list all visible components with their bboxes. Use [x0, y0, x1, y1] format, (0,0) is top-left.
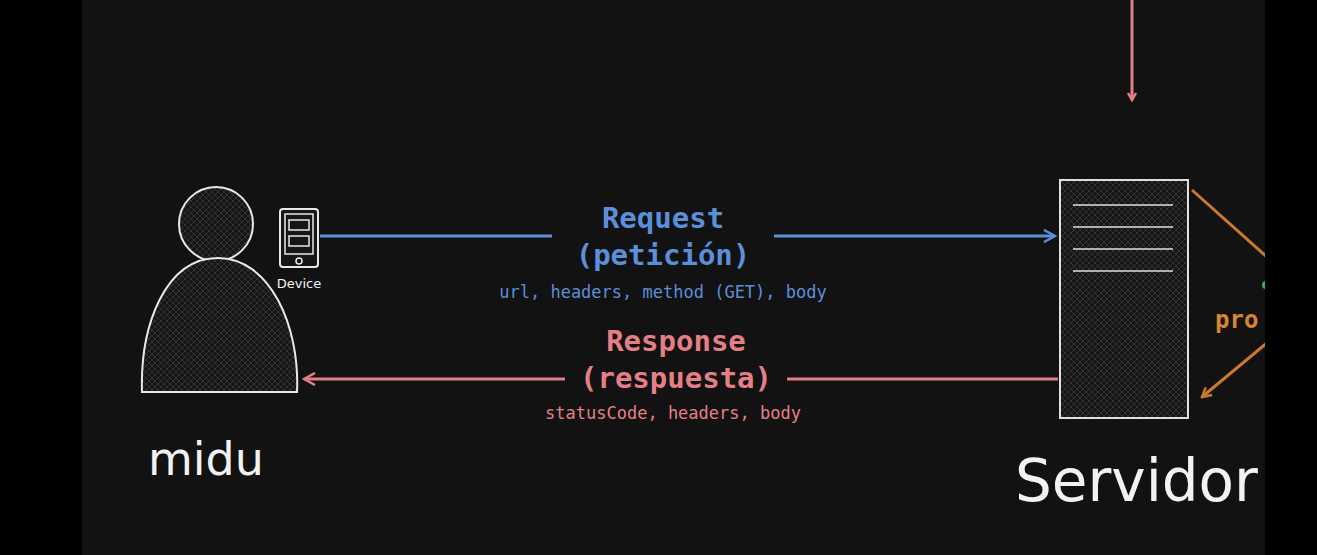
device-icon-outline	[279, 208, 319, 268]
server-box-outline	[1059, 179, 1189, 419]
person-head	[179, 187, 253, 261]
edge-label: Request (petición)	[552, 200, 774, 274]
process-dot	[1262, 281, 1265, 289]
process-line	[1202, 342, 1265, 397]
person-figure: midu	[140, 186, 300, 396]
server-box: Servidor	[1059, 179, 1189, 419]
process-label: pro	[1215, 306, 1258, 334]
incoming-arrow	[1131, 0, 1134, 100]
response-fields: statusCode, headers, body	[545, 403, 801, 423]
process-line	[1192, 190, 1265, 258]
node-label: midu	[148, 432, 264, 486]
request-fields: url, headers, method (GET), body	[499, 282, 827, 302]
edge-label: Response (respuesta)	[565, 323, 787, 397]
node-label: Servidor	[1015, 447, 1258, 515]
node-label: Device	[277, 276, 321, 291]
device-icon: Device	[279, 208, 319, 268]
person-figure-outline	[140, 186, 300, 396]
person-body	[142, 258, 297, 392]
